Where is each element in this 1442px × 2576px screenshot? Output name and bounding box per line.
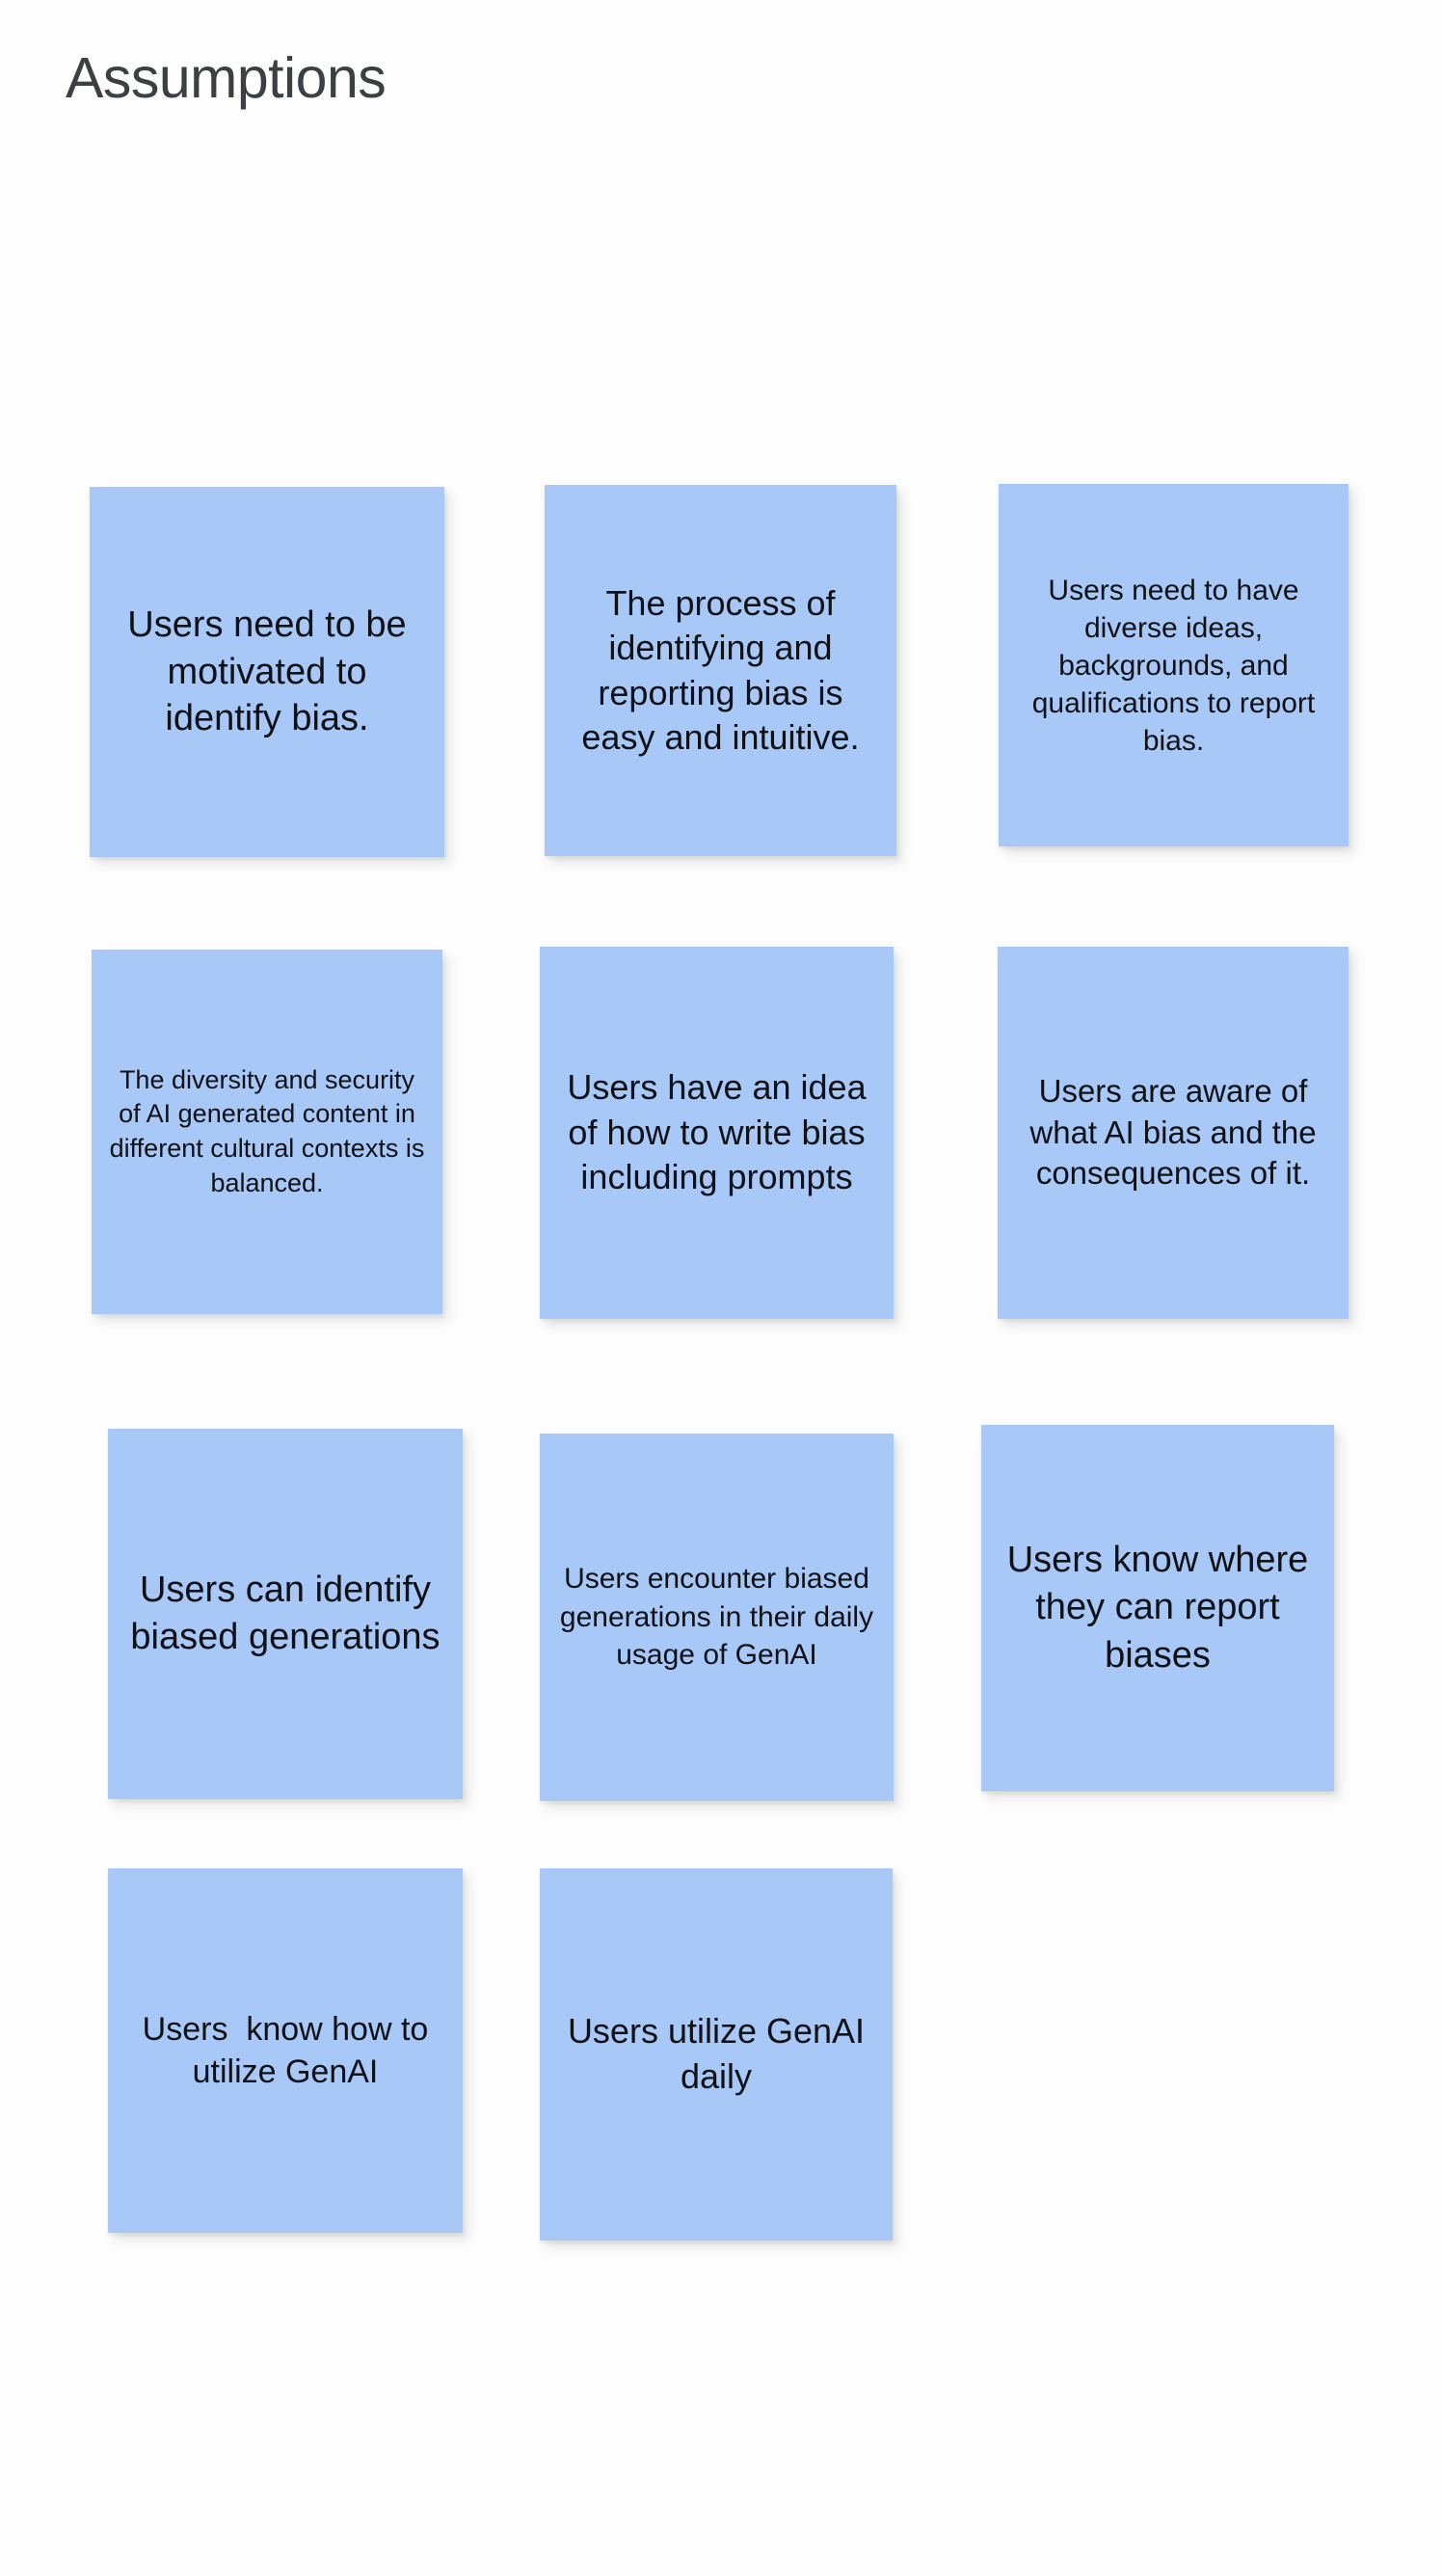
sticky-note-text: Users encounter biased generations in th… xyxy=(559,1563,882,1672)
sticky-note[interactable]: Users can identify biased generations xyxy=(108,1429,463,1799)
sticky-note[interactable]: Users know how to utilize GenAI xyxy=(108,1868,463,2233)
sticky-note-text: Users are aware of what AI bias and the … xyxy=(1029,1072,1325,1192)
sticky-note[interactable]: Users utilize GenAI daily xyxy=(540,1868,893,2241)
sticky-note[interactable]: Users need to have diverse ideas, backgr… xyxy=(999,484,1349,846)
sticky-note-text: Users need to have diverse ideas, backgr… xyxy=(1031,574,1323,757)
sticky-note-text: Users have an idea of how to write bias … xyxy=(567,1066,876,1197)
page-title: Assumptions xyxy=(66,46,387,110)
sticky-note[interactable]: Users need to be motivated to identify b… xyxy=(90,487,444,857)
sticky-note[interactable]: Users are aware of what AI bias and the … xyxy=(998,947,1349,1319)
sticky-note-text: Users know where they can report biases xyxy=(1006,1539,1319,1676)
sticky-note[interactable]: Users encounter biased generations in th… xyxy=(540,1434,894,1801)
sticky-note[interactable]: Users have an idea of how to write bias … xyxy=(540,947,894,1319)
sticky-note[interactable]: The diversity and security of AI generat… xyxy=(92,950,442,1314)
sticky-note-text: The diversity and security of AI generat… xyxy=(109,1064,432,1197)
sticky-note-text: Users can identify biased generations xyxy=(130,1569,441,1657)
sticky-note[interactable]: The process of identifying and reporting… xyxy=(545,485,896,856)
sticky-note[interactable]: Users know where they can report biases xyxy=(981,1425,1334,1791)
sticky-note-text: The process of identifying and reporting… xyxy=(581,583,860,757)
sticky-note-text: Users utilize GenAI daily xyxy=(567,2011,875,2096)
sticky-note-text: Users need to be motivated to identify b… xyxy=(127,604,417,739)
sticky-note-text: Users know how to utilize GenAI xyxy=(142,2010,438,2090)
